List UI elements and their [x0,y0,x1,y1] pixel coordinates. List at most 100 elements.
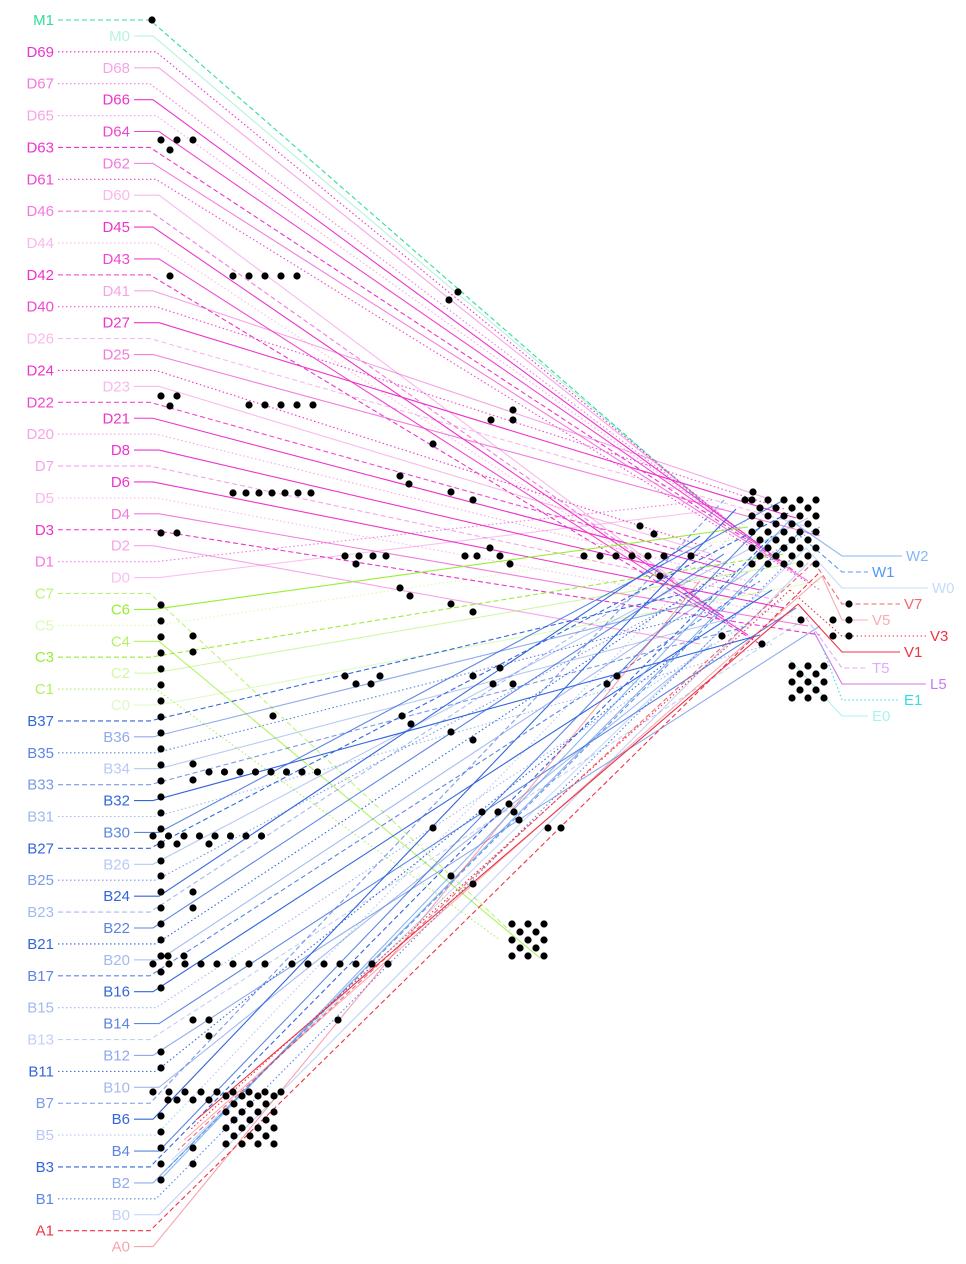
terminal-label-b35: B35 [27,745,54,762]
junction-dot [764,560,772,568]
junction-dot [165,960,173,968]
terminal-label-v1: V1 [904,644,922,661]
terminal-label-d60: D60 [102,187,130,204]
junction-dot [157,809,165,817]
wire-d23 [134,385,713,555]
junction-dot [804,694,812,702]
junction-dot [157,872,165,880]
junction-dot [189,648,197,656]
junction-dot [580,552,588,560]
junction-dot [157,825,165,833]
junction-dot [262,1116,270,1124]
wire-a1 [58,571,821,1232]
junction-dot [261,272,269,280]
junction-dot [429,824,437,832]
junction-dot [788,678,796,686]
junction-dot [229,272,237,280]
terminal-label-b30: B30 [103,824,130,841]
terminal-label-b22: B22 [103,920,130,937]
terminal-label-b11: B11 [28,1063,54,1080]
junction-dot [166,146,174,154]
junction-dot [628,552,636,560]
junction-dot [336,960,344,968]
junction-dot [148,16,156,24]
wire-d67 [58,83,749,537]
junction-dot [445,296,453,304]
junction-dot [812,670,820,678]
junction-dot [294,489,302,497]
wire-d21 [134,417,737,573]
wire-b34 [134,616,737,770]
wire-e1 [821,645,900,701]
junction-dot [230,1132,238,1140]
junction-dot [516,944,524,952]
junction-dot [242,489,250,497]
junction-dot [820,694,828,702]
junction-dot [469,608,477,616]
junction-dot [407,720,415,728]
junction-dot [748,496,756,504]
wire-b21 [58,562,737,945]
junction-dot [157,697,165,705]
junction-dot [780,512,788,520]
junction-dot [812,512,820,520]
junction-dot [257,832,266,840]
junction-dot [213,1088,221,1096]
junction-dot [238,1124,246,1132]
junction-dot [157,1176,165,1184]
wire-b22 [134,553,725,929]
junction-dot [341,552,349,560]
junction-dot [238,1108,246,1116]
junction-dot [261,401,269,409]
junction-dot [157,529,165,537]
junction-dot [508,920,516,928]
junction-dot [382,552,390,560]
wire-a0 [134,580,701,1248]
junction-dot [505,800,513,808]
junction-dot [557,824,565,832]
wire-b26 [134,517,809,865]
terminal-label-b21: B21 [27,936,54,953]
wire-d44 [58,242,737,627]
junction-dot [788,552,796,560]
wire-b13 [58,616,809,1041]
junction-dot [189,1144,197,1152]
junction-dot [447,600,455,608]
junction-dot [277,401,285,409]
wire-d7 [58,465,773,600]
junction-dot [447,872,455,880]
wire-c7 [58,592,511,932]
junction-dot [804,552,812,560]
junction-dot [157,952,165,960]
junction-dot [796,496,804,504]
junction-dot [189,888,197,896]
terminal-label-c2: C2 [111,665,130,682]
wire-d4 [134,513,809,627]
junction-dot [270,1092,278,1100]
junction-dot [532,944,540,952]
junction-dot [829,616,837,624]
junction-dot [165,1088,173,1096]
terminal-label-c5: C5 [35,617,54,634]
junction-dot [262,1132,270,1140]
junction-dot [796,670,804,678]
junction-dot [270,1124,278,1132]
junction-dot [157,745,165,753]
junction-dot [788,504,796,512]
terminal-label-d6: D6 [111,474,130,491]
junction-dot [229,489,237,497]
junction-dot [804,662,812,670]
junction-dot [205,768,213,776]
terminal-label-d61: D61 [26,171,54,188]
wire-d6 [134,481,785,609]
junction-dot [229,1088,237,1096]
junction-dot [267,768,275,776]
terminal-label-b7: B7 [36,1095,54,1112]
wire-l5 [813,631,926,685]
junction-dot [756,504,764,512]
junction-dot [149,832,157,840]
junction-dot [226,832,235,840]
junction-dot [157,920,165,928]
junction-dot [544,824,552,832]
wire-d27 [134,322,797,519]
